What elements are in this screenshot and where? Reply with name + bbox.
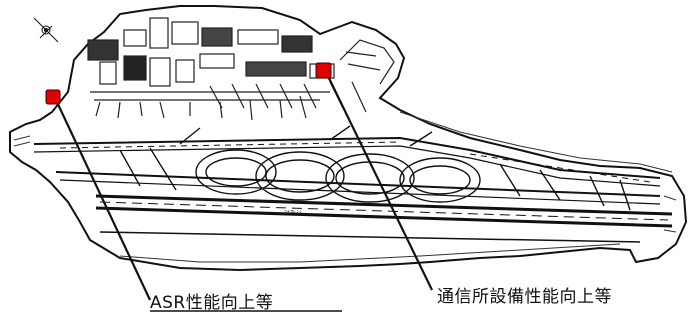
comm-marker xyxy=(315,62,332,79)
runway-marking: ｽｷｱﾋﾐﾐ xyxy=(284,210,302,217)
compass-icon xyxy=(33,17,59,43)
callout-lines xyxy=(55,71,433,301)
terminal-area xyxy=(87,17,395,121)
asr-callout-label: ASR性能向上等 xyxy=(150,293,274,313)
seawall xyxy=(13,111,677,263)
comm-callout-label: 通信所設備性能向上等 xyxy=(437,287,612,307)
asr-marker xyxy=(45,89,61,105)
loop-taxiways xyxy=(119,125,631,211)
asr-leader-line xyxy=(55,99,151,301)
comm-leader-line xyxy=(325,71,433,291)
